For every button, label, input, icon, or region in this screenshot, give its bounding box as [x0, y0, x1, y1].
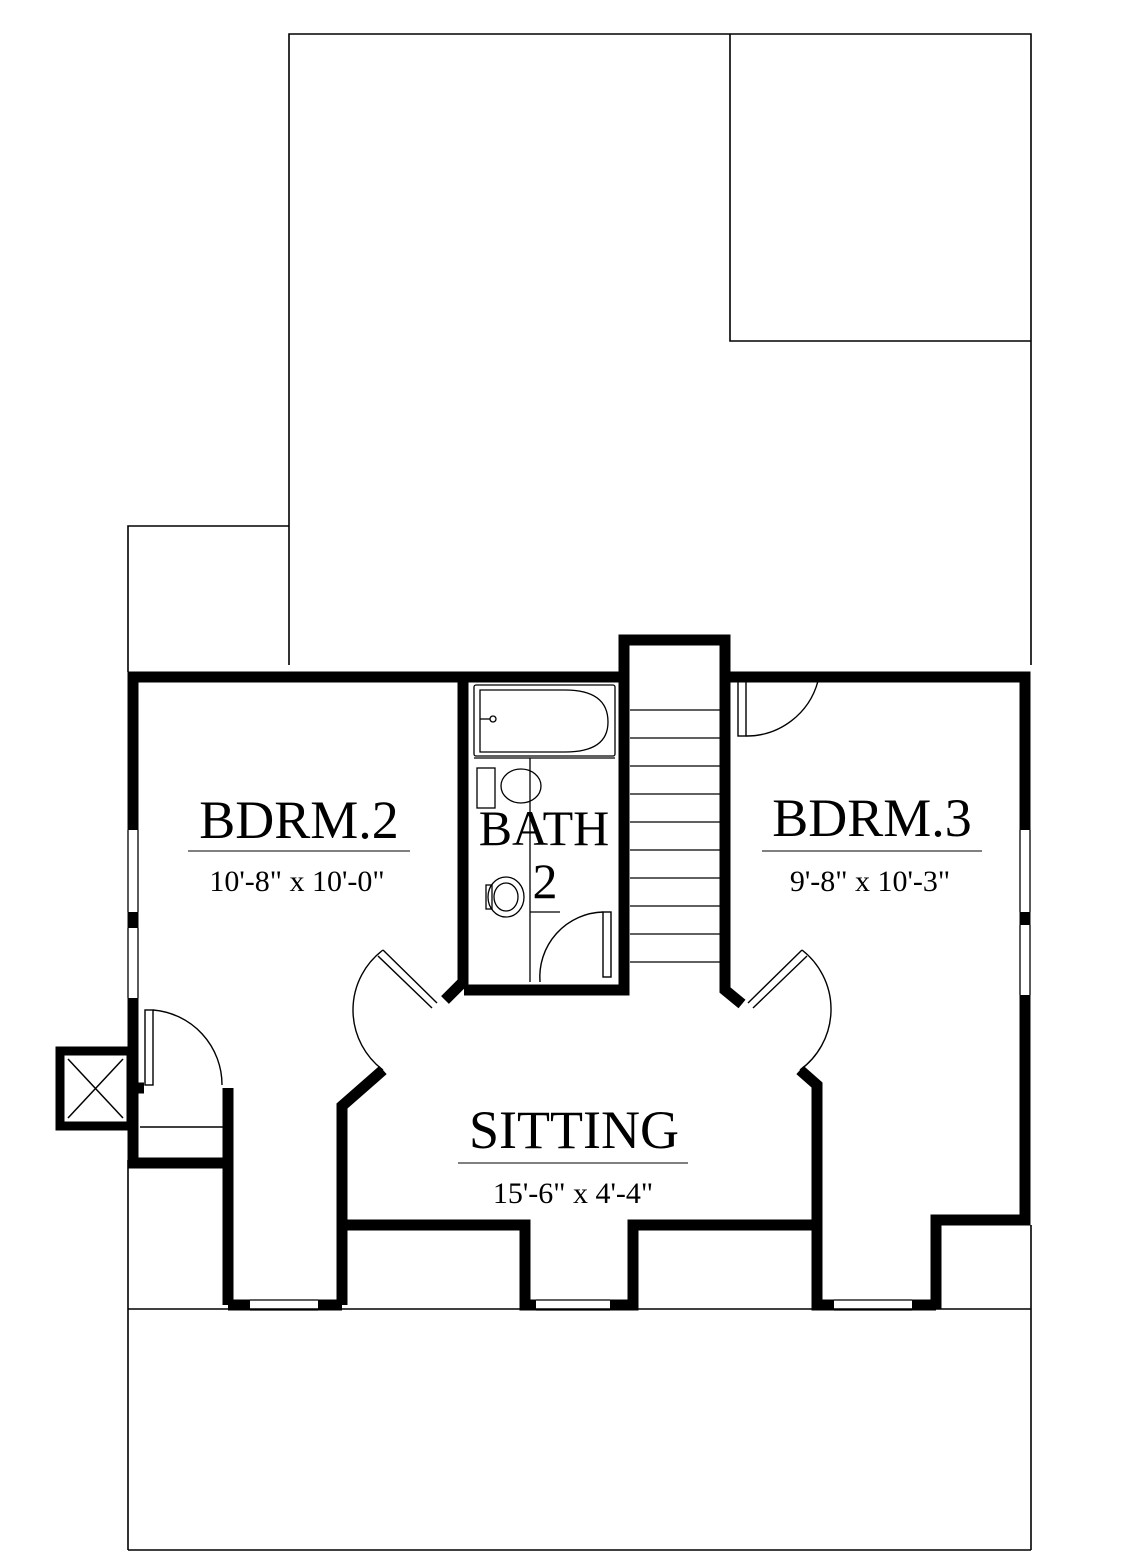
bdrm3-dims: 9'-8" x 10'-3": [790, 865, 950, 898]
bdrm3-name: BDRM.3: [772, 788, 972, 848]
doors: [140, 680, 832, 1128]
bath2-name: BATH: [479, 800, 610, 856]
toilet: [487, 876, 525, 918]
label-bath2: BATH 2: [479, 800, 610, 909]
bath2-number: 2: [533, 853, 558, 909]
bath-fixtures: [473, 684, 616, 982]
bdrm2-dims: 10'-8" x 10'-0": [209, 865, 384, 898]
label-bdrm2: BDRM.2 10'-8" x 10'-0": [188, 790, 410, 898]
bathtub-basin: [479, 689, 609, 753]
bdrm2-name: BDRM.2: [199, 790, 399, 850]
sitting-dims: 15'-6" x 4'-4": [493, 1177, 653, 1210]
roof-outline: [127, 33, 1032, 1551]
sink: [500, 768, 542, 804]
chimney-box: [55, 1046, 136, 1131]
label-sitting: SITTING 15'-6" x 4'-4": [458, 1100, 688, 1210]
staircase: [630, 709, 720, 963]
windows: [127, 830, 1031, 1311]
label-bdrm3: BDRM.3 9'-8" x 10'-3": [762, 788, 982, 898]
interior-walls: [133, 640, 823, 1230]
sitting-name: SITTING: [469, 1100, 679, 1160]
bathtub: [473, 684, 616, 757]
